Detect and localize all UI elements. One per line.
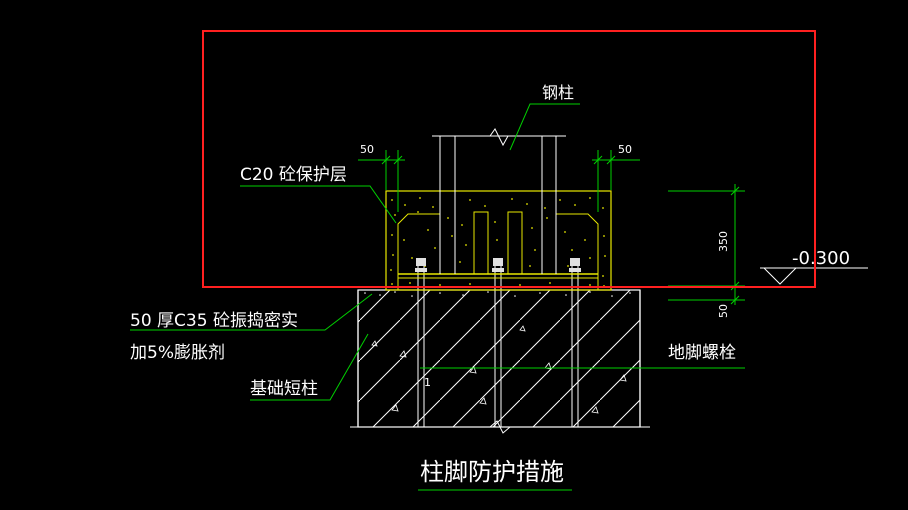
bolt-nuts	[415, 258, 581, 272]
leader-lines	[130, 103, 745, 491]
highlight-box	[202, 30, 816, 288]
left-cover-dimension: 50	[360, 143, 374, 156]
concrete-cover	[385, 190, 612, 291]
aggregate-marks	[371, 325, 627, 414]
grout-label-line1: 50 厚C35 砼振捣密实	[130, 311, 298, 331]
drawing-title: 柱脚防护措施	[420, 458, 564, 486]
section-mark: 1	[424, 376, 431, 389]
foundation-pier: 1	[350, 289, 650, 434]
height-50-dimension: 50	[717, 304, 730, 318]
foundation-pier-label: 基础短柱	[250, 379, 318, 399]
concrete-cover-label: C20 砼保护层	[240, 165, 347, 185]
steel-column	[432, 128, 566, 274]
anchor-bolt-label: 地脚螺栓	[668, 343, 736, 363]
grout-label-line2: 加5%膨胀剂	[130, 343, 225, 363]
steel-column-label: 钢柱	[542, 83, 574, 102]
cover-stipple	[390, 197, 606, 287]
elevation-label: -0.300	[792, 248, 850, 269]
right-cover-dimension: 50	[618, 143, 632, 156]
height-350-dimension: 350	[717, 231, 730, 252]
